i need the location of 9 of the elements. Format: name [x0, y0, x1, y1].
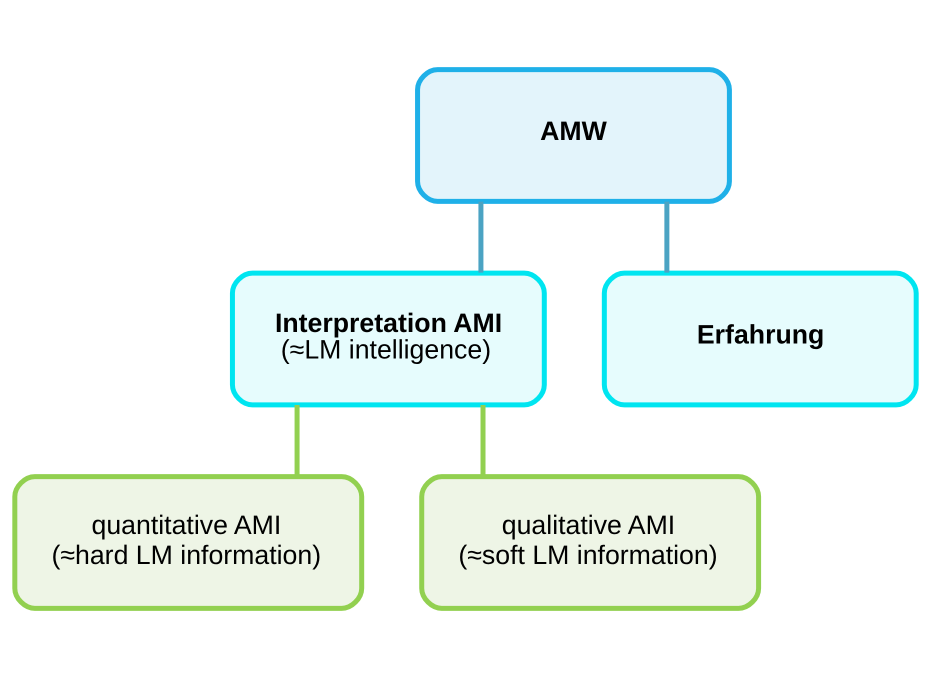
connector	[664, 201, 670, 272]
node-box: AMW	[415, 66, 732, 204]
connector	[480, 404, 486, 476]
node-box: qualitative AMI (≈soft LM information)	[419, 474, 762, 610]
node-box: quantitative AMI (≈hard LM information)	[12, 474, 364, 610]
connector	[294, 404, 300, 476]
node-box: Erfahrung	[602, 270, 919, 407]
connector	[478, 201, 484, 272]
node-box: Interpretation AMI (≈LM intelligence)	[230, 270, 547, 407]
